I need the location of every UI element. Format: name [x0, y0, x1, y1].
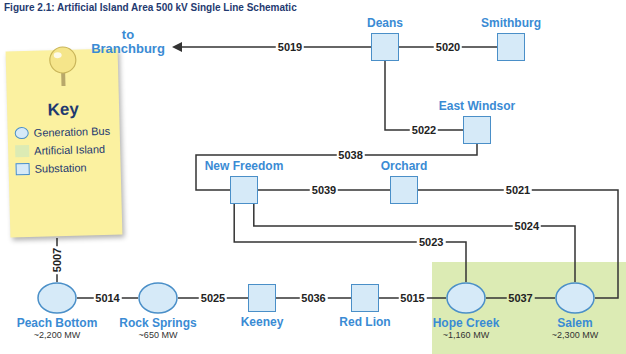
station-name: Orchard: [381, 159, 428, 173]
node-caption: Orchard: [381, 159, 428, 173]
substation-box: Orchard: [390, 176, 418, 204]
generation-bus: Rock Springs~650 MW: [138, 282, 178, 314]
arrow-head: [172, 42, 182, 52]
node-caption: New Freedom: [205, 159, 284, 173]
bus-outline: [555, 282, 595, 314]
station-name: Deans: [367, 16, 403, 30]
substation-box: East Windsor: [463, 116, 491, 144]
line-number: 5039: [310, 184, 338, 196]
line-number: 5019: [276, 41, 304, 53]
transmission-line: [418, 190, 618, 298]
line-number: 5036: [299, 292, 327, 304]
bus-ellipse: [38, 283, 76, 313]
line-number: 5037: [506, 292, 534, 304]
capacity-value: ~2,200 MW: [17, 330, 98, 341]
node-caption: East Windsor: [439, 99, 516, 113]
line-number: 5007: [51, 246, 63, 274]
line-number: 5021: [504, 184, 532, 196]
substation-box: Smithburg: [497, 33, 525, 61]
node-caption: Keeney: [241, 315, 284, 329]
legend-text: Generation Bus: [34, 125, 111, 139]
destination-label: to Branchburg: [88, 28, 168, 56]
generation-bus: Peach Bottom~2,200 MW: [37, 282, 77, 314]
legend-text: Substation: [35, 161, 87, 174]
transmission-line: [385, 61, 463, 130]
station-name: Red Lion: [339, 315, 390, 329]
capacity-value: ~1,160 MW: [433, 330, 500, 341]
key-note: KeyGeneration BusArtificial IslandSubsta…: [6, 49, 123, 238]
transmission-line: [234, 204, 466, 282]
line-number: 5023: [417, 236, 445, 248]
legend-text: Artificial Island: [34, 143, 105, 157]
station-name: Rock Springs: [119, 316, 196, 330]
bus-outline: [138, 282, 178, 314]
station-name: New Freedom: [205, 159, 284, 173]
node-caption: Smithburg: [481, 16, 541, 30]
node-caption: Hope Creek~1,160 MW: [433, 316, 500, 341]
bus-ellipse: [556, 283, 594, 313]
legend-swatch: [15, 127, 29, 139]
generation-bus: Hope Creek~1,160 MW: [446, 282, 486, 314]
substation-box: New Freedom: [230, 176, 258, 204]
node-caption: Rock Springs~650 MW: [119, 316, 196, 341]
line-number: 5025: [199, 292, 227, 304]
station-name: Hope Creek: [433, 316, 500, 330]
artificial-island-area: [432, 262, 626, 354]
transmission-line: [254, 204, 575, 282]
bus-ellipse: [447, 283, 485, 313]
station-name: Keeney: [241, 315, 284, 329]
station-name: Peach Bottom: [17, 316, 98, 330]
substation-box: Keeney: [248, 284, 276, 312]
substation-box: Deans: [371, 33, 399, 61]
node-caption: Deans: [367, 16, 403, 30]
legend-swatch: [16, 163, 30, 175]
key-heading: Key: [7, 99, 119, 122]
line-number: 5014: [93, 292, 121, 304]
legend-swatch: [15, 145, 29, 157]
legend-row: Generation Bus: [15, 125, 120, 140]
station-name: East Windsor: [439, 99, 516, 113]
substation-box: Red Lion: [351, 284, 379, 312]
bus-ellipse: [139, 283, 177, 313]
legend-row: Artificial Island: [15, 143, 120, 158]
bus-outline: [37, 282, 77, 314]
station-name: Salem: [552, 316, 598, 330]
legend-row: Substation: [16, 161, 121, 176]
line-number: 5020: [434, 41, 462, 53]
capacity-value: ~650 MW: [119, 330, 196, 341]
node-caption: Red Lion: [339, 315, 390, 329]
line-number: 5022: [410, 124, 438, 136]
push-pin: [45, 44, 80, 91]
station-name: Smithburg: [481, 16, 541, 30]
node-caption: Peach Bottom~2,200 MW: [17, 316, 98, 341]
capacity-value: ~2,300 MW: [552, 330, 598, 341]
line-number: 5015: [398, 292, 426, 304]
bus-outline: [446, 282, 486, 314]
generation-bus: Salem~2,300 MW: [555, 282, 595, 314]
line-number: 5038: [336, 149, 364, 161]
line-number: 5024: [513, 220, 541, 232]
figure-title: Figure 2.1: Artificial Island Area 500 k…: [4, 2, 297, 13]
node-caption: Salem~2,300 MW: [552, 316, 598, 341]
